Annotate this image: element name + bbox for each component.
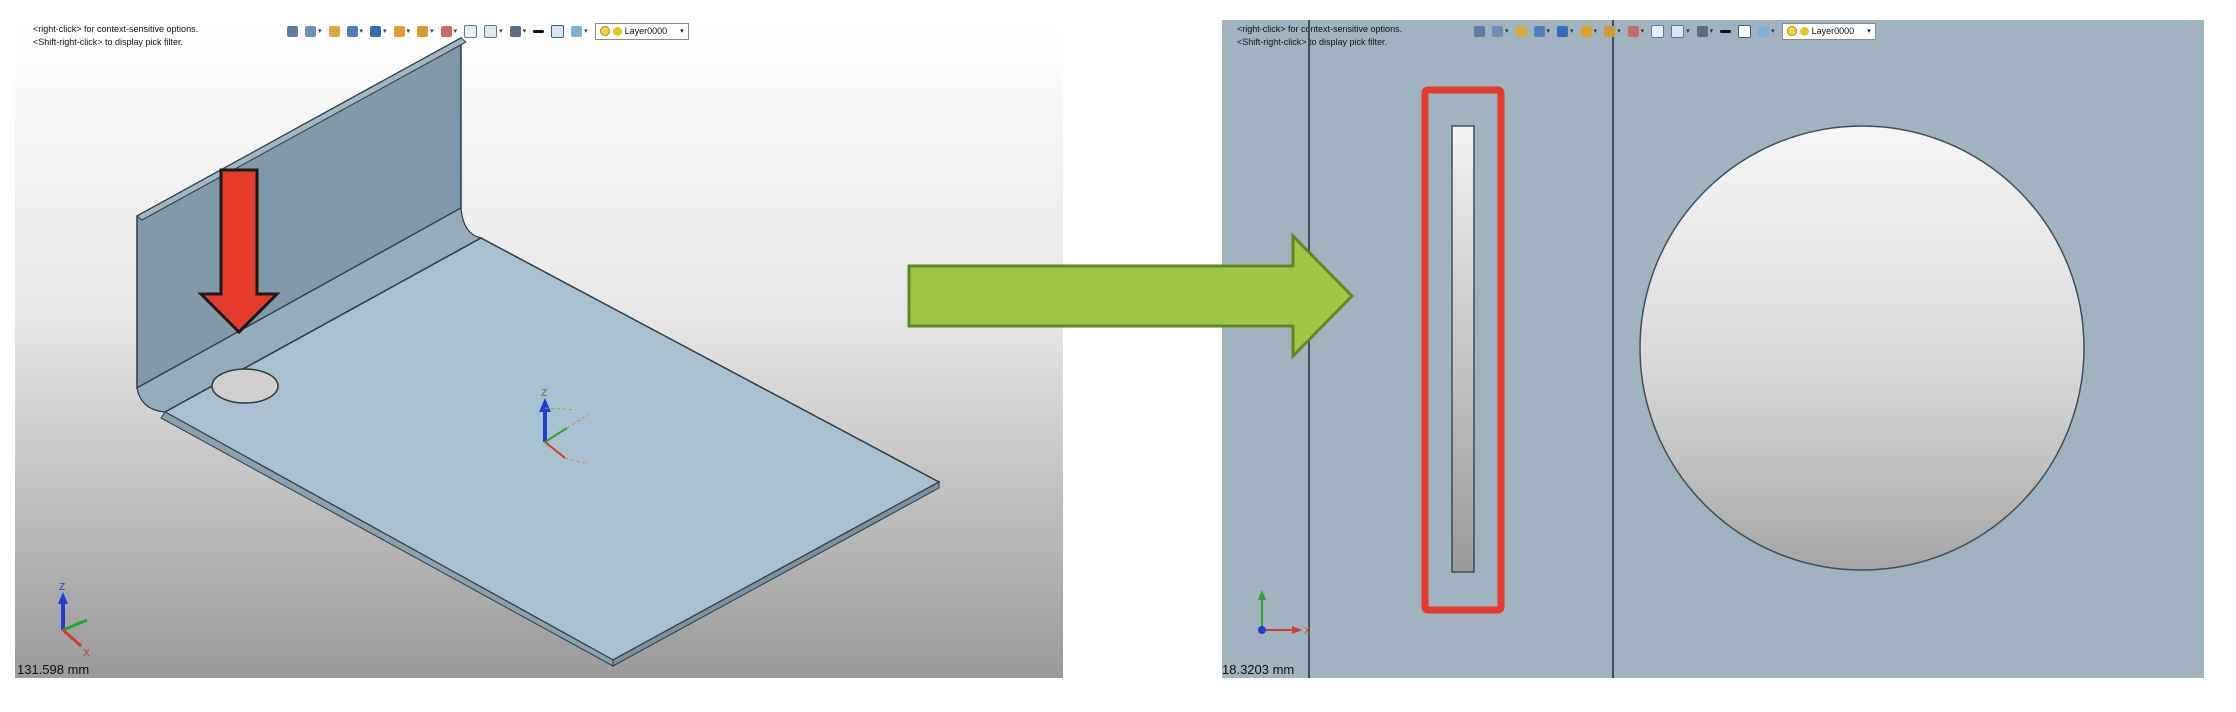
right-scale-readout: 18.3203 mm — [1222, 662, 1295, 677]
right-part-drawing: X — [1258, 86, 2085, 637]
lightbulb-icon — [599, 26, 610, 36]
base-plate-side-edge — [160, 411, 614, 667]
left-hint-line2: <Shift-right-click> to display pick filt… — [33, 37, 184, 47]
chevron-down-icon[interactable]: ▾ — [1505, 28, 1509, 35]
chevron-down-icon[interactable]: ▾ — [1709, 28, 1714, 35]
part-coordinate-triad: Z — [539, 388, 590, 465]
chevron-down-icon[interactable]: ▾ — [1570, 28, 1574, 35]
chevron-down-icon[interactable]: ▾ — [1686, 28, 1690, 35]
chevron-down-icon[interactable]: ▾ — [430, 28, 434, 35]
zoom-icon[interactable] — [440, 25, 452, 37]
left-part-drawing: Z Z X — [58, 36, 941, 667]
view-icon[interactable] — [287, 25, 298, 37]
global-triad-z-label: Z — [59, 582, 65, 593]
zoom-icon[interactable] — [1627, 25, 1639, 37]
circular-hole — [1639, 125, 2085, 571]
layer-color-icon — [612, 26, 622, 36]
chevron-down-icon[interactable]: ▾ — [499, 28, 503, 35]
red-down-arrow — [197, 168, 281, 335]
layer-dropdown[interactable]: Layer0000 ▾ — [594, 22, 689, 40]
right-hint-line1: <right-click> for context-sensitive opti… — [1237, 24, 1403, 34]
left-hint-line1: <right-click> for context-sensitive opti… — [33, 24, 199, 34]
global-triad-x-label: X — [83, 648, 90, 659]
layer-icon[interactable] — [1671, 24, 1685, 38]
print-icon[interactable] — [1492, 25, 1503, 37]
view-icon[interactable] — [1474, 25, 1485, 37]
right-2d-viewport[interactable]: <right-click> for context-sensitive opti… — [1222, 20, 2204, 678]
border-icon[interactable] — [1738, 24, 1752, 38]
print-icon[interactable] — [305, 25, 316, 37]
left-3d-viewport[interactable]: <right-click> for context-sensitive opti… — [15, 20, 1063, 678]
part-edge-line-right — [1612, 20, 1614, 678]
display-icon[interactable] — [1696, 25, 1708, 37]
right-context-hint: <right-click> for context-sensitive opti… — [1237, 23, 1402, 49]
layer-name: Layer0000 — [1811, 26, 1855, 36]
flange-top-edge — [136, 37, 467, 221]
left-context-hint: <right-click> for context-sensitive opti… — [33, 23, 198, 49]
chevron-down-icon[interactable]: ▾ — [1640, 28, 1645, 35]
chevron-down-icon[interactable]: ▾ — [1593, 28, 1598, 35]
chevron-down-icon[interactable]: ▾ — [453, 28, 458, 35]
box-icon[interactable] — [1533, 25, 1545, 37]
layer-icon[interactable] — [484, 24, 498, 38]
chevron-down-icon[interactable]: ▾ — [1617, 28, 1621, 35]
fit-icon[interactable] — [464, 24, 478, 38]
lightbulb-icon — [1786, 26, 1797, 36]
left-view-toolbar: ▾ ▾ ▾ ▾ ▾ ▾ ▾ ▾ ▾ Layer0000 ▾ — [287, 22, 689, 40]
box-icon[interactable] — [346, 25, 358, 37]
shading-icon[interactable] — [393, 25, 405, 37]
base-hole — [211, 368, 279, 404]
render-icon[interactable] — [571, 25, 583, 37]
chevron-down-icon: ▾ — [1867, 28, 1871, 35]
layer-dropdown[interactable]: Layer0000 ▾ — [1781, 22, 1876, 40]
cube-icon[interactable] — [1557, 25, 1569, 37]
chevron-down-icon: ▾ — [680, 28, 684, 35]
slot-cutout — [1451, 125, 1475, 573]
chevron-down-icon[interactable]: ▾ — [406, 28, 411, 35]
border-icon[interactable] — [551, 24, 565, 38]
global-coordinate-triad: Z X — [58, 582, 90, 659]
chevron-down-icon[interactable]: ▾ — [522, 28, 527, 35]
chevron-down-icon[interactable]: ▾ — [383, 28, 387, 35]
pencil-icon[interactable] — [1515, 25, 1527, 37]
layer-name: Layer0000 — [624, 26, 668, 36]
layer-color-icon — [1799, 26, 1809, 36]
chevron-down-icon[interactable]: ▾ — [359, 28, 364, 35]
view-coordinate-triad: X — [1258, 590, 1311, 637]
render-icon[interactable] — [1758, 25, 1770, 37]
display-icon[interactable] — [509, 25, 521, 37]
cube-icon[interactable] — [370, 25, 382, 37]
left-scale-readout: 131.598 mm — [17, 662, 90, 677]
chevron-down-icon[interactable]: ▾ — [584, 28, 588, 35]
shading-icon[interactable] — [1580, 25, 1592, 37]
pencil-icon[interactable] — [328, 25, 340, 37]
part-triad-z-label: Z — [541, 388, 547, 399]
right-hint-line2: <Shift-right-click> to display pick filt… — [1237, 37, 1388, 47]
chevron-down-icon[interactable]: ▾ — [1771, 28, 1775, 35]
chevron-down-icon[interactable]: ▾ — [1546, 28, 1551, 35]
color-icon[interactable] — [417, 25, 429, 37]
view-triad-x-label: X — [1304, 626, 1311, 637]
line-icon[interactable] — [1720, 29, 1732, 33]
right-view-toolbar: ▾ ▾ ▾ ▾ ▾ ▾ ▾ ▾ ▾ Layer0000 ▾ — [1474, 22, 1876, 40]
fit-icon[interactable] — [1651, 24, 1665, 38]
color-icon[interactable] — [1604, 25, 1616, 37]
chevron-down-icon[interactable]: ▾ — [318, 28, 322, 35]
red-highlight-frame — [1421, 86, 1505, 614]
line-icon[interactable] — [533, 29, 545, 33]
